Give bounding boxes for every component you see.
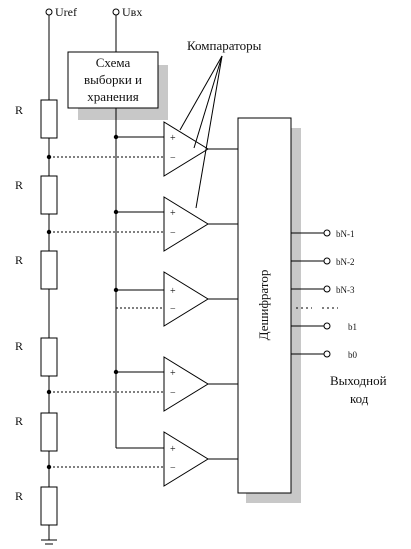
comparator-signs: + − + − + − + − + −	[170, 133, 176, 474]
output-label-b0: b0	[348, 350, 358, 360]
output-label-bn3: bN-3	[336, 285, 355, 295]
sample-hold-line2: выборки и	[84, 72, 142, 87]
output-label-bn2: bN-2	[336, 257, 355, 267]
plus-sign-1: +	[170, 133, 176, 144]
comparators	[163, 121, 209, 487]
output-caption: Выходной код	[330, 373, 387, 406]
comparator-1	[163, 121, 209, 177]
minus-sign-3: −	[170, 304, 176, 315]
reference-taps	[49, 156, 164, 468]
plus-sign-5: +	[170, 444, 176, 455]
resistor-3	[40, 250, 58, 290]
sample-hold-line1: Схема	[96, 55, 131, 70]
resistor-label-3: R	[15, 253, 23, 267]
plus-sign-2: +	[170, 208, 176, 219]
comparator-outputs	[208, 148, 238, 460]
sample-hold-block: Схема выборки и хранения	[67, 51, 159, 109]
plus-sign-4: +	[170, 368, 176, 379]
minus-sign-2: −	[170, 228, 176, 239]
resistor-label-4: R	[15, 339, 23, 353]
decoder-block: Дешифратор	[237, 117, 292, 494]
junction-dots	[46, 134, 119, 470]
comparator-3	[163, 271, 209, 327]
comparator-4	[163, 356, 209, 412]
comparator-2	[163, 196, 209, 252]
resistor-label-6: R	[15, 489, 23, 503]
output-labels: bN-1 bN-2 bN-3 b1 b0	[336, 229, 358, 360]
terminal-uref: Uref	[45, 5, 77, 19]
output-terminals	[323, 229, 331, 358]
resistor-label-2: R	[15, 178, 23, 192]
resistor-1	[40, 99, 58, 139]
resistor-2	[40, 175, 58, 215]
output-caption-line1: Выходной	[330, 373, 387, 388]
resistor-labels: R R R R R R	[15, 103, 23, 503]
output-caption-line2: код	[350, 391, 369, 406]
output-wires	[291, 232, 324, 355]
comparator-5	[163, 431, 209, 487]
minus-sign-4: −	[170, 388, 176, 399]
resistor-4	[40, 337, 58, 377]
comparators-label: Компараторы	[187, 38, 262, 53]
output-label-b1: b1	[348, 322, 357, 332]
input-taps	[116, 136, 164, 449]
terminal-uin: Uвх	[112, 5, 142, 19]
minus-sign-5: −	[170, 463, 176, 474]
output-label-bn1: bN-1	[336, 229, 355, 239]
resistor-5	[40, 412, 58, 452]
sample-hold-line3: хранения	[87, 89, 138, 104]
comparators-pointers	[179, 55, 223, 209]
resistor-label-1: R	[15, 103, 23, 117]
decoder-label: Дешифратор	[256, 270, 271, 341]
minus-sign-1: −	[170, 153, 176, 164]
resistor-label-5: R	[15, 414, 23, 428]
label-uref: Uref	[55, 5, 77, 19]
resistor-6	[40, 486, 58, 526]
plus-sign-3: +	[170, 286, 176, 297]
label-uin: Uвх	[122, 5, 142, 19]
resistors	[40, 99, 58, 526]
